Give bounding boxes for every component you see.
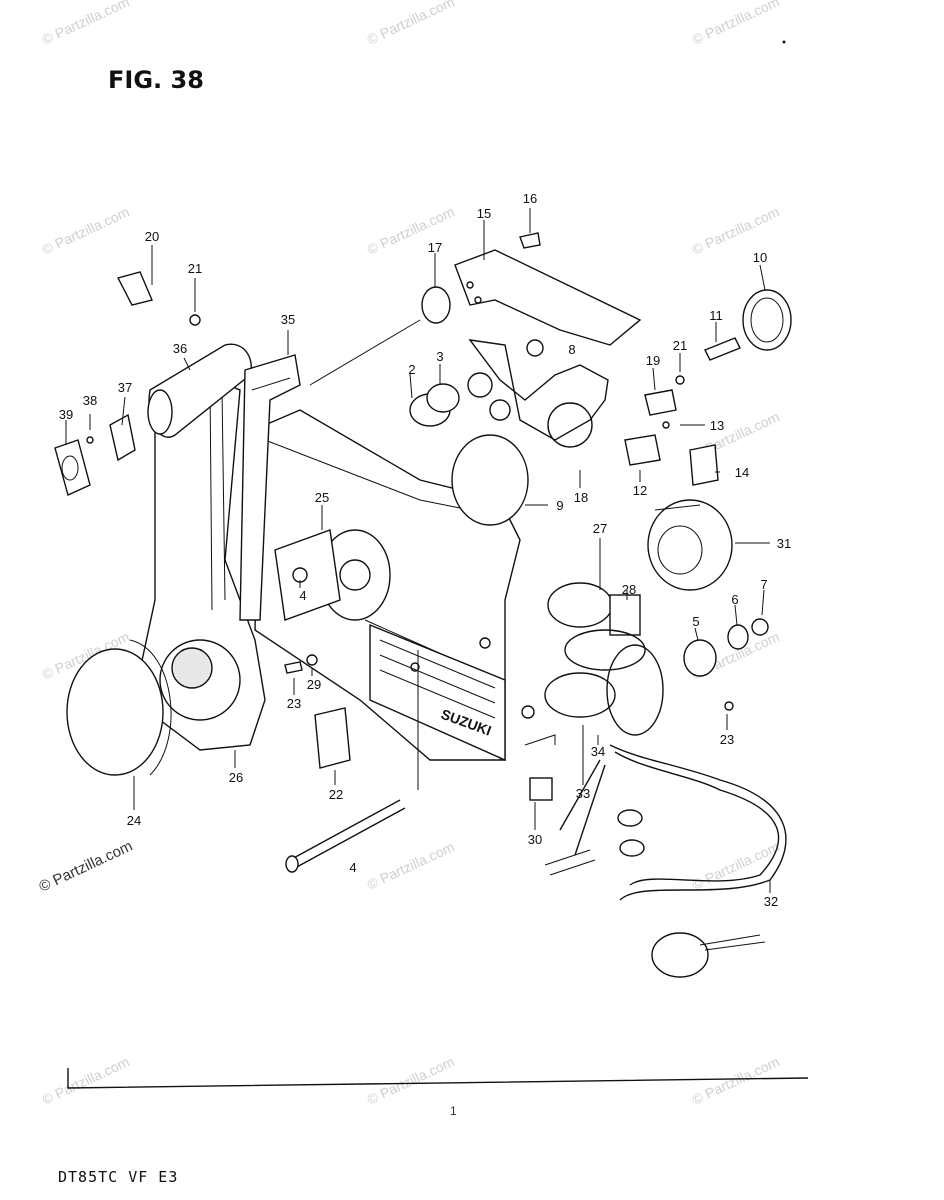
callout-30: 30 <box>528 832 542 847</box>
leader-lines <box>65 208 771 893</box>
callout-31: 31 <box>777 536 791 551</box>
callout-13: 13 <box>710 418 724 433</box>
watermark: © Partzilla.com <box>690 203 782 257</box>
grip-handle <box>54 343 252 496</box>
callout-25: 25 <box>315 490 329 505</box>
callout-21: 21 <box>673 338 687 353</box>
watermark: © Partzilla.com <box>40 1053 132 1107</box>
page-mark: 1 <box>450 1104 457 1118</box>
callout-39: 39 <box>59 407 73 422</box>
connector-30 <box>529 777 553 801</box>
buzzer-31 <box>647 499 733 591</box>
callout-37: 37 <box>118 380 132 395</box>
cam-assembly <box>409 286 609 526</box>
watermark-dark: © Partzilla.com <box>37 838 136 896</box>
page-frame: 1 <box>67 40 809 1118</box>
watermark: © Partzilla.com <box>40 0 132 48</box>
callout-36: 36 <box>173 341 187 356</box>
callout-38: 38 <box>83 393 97 408</box>
screw-11 <box>704 337 741 361</box>
wiring-harness-32 <box>544 744 787 978</box>
ring-17 <box>421 286 451 324</box>
bolt-4 <box>285 799 406 873</box>
callout-14: 14 <box>735 465 749 480</box>
callout-10: 10 <box>753 250 767 265</box>
callout-23: 23 <box>287 696 301 711</box>
callout-28: 28 <box>622 582 636 597</box>
callout-9: 9 <box>556 498 563 513</box>
callout-17: 17 <box>428 240 442 255</box>
callout-2: 2 <box>408 362 415 377</box>
callout-23: 23 <box>720 732 734 747</box>
callout-12: 12 <box>633 483 647 498</box>
callout-22: 22 <box>329 787 343 802</box>
callout-26: 26 <box>229 770 243 785</box>
callout-35: 35 <box>281 312 295 327</box>
callout-19: 19 <box>646 353 660 368</box>
callout-34: 34 <box>591 744 605 759</box>
callout-15: 15 <box>477 206 491 221</box>
plate-9 <box>451 434 529 526</box>
watermark: © Partzilla.com <box>365 203 457 257</box>
callout-33: 33 <box>576 786 590 801</box>
callout-27: 27 <box>593 521 607 536</box>
switch-assembly <box>529 582 769 801</box>
watermark: © Partzilla.com <box>690 0 782 48</box>
callout-4: 4 <box>349 860 356 875</box>
watermark: © Partzilla.com <box>690 1053 782 1107</box>
callout-4: 4 <box>299 588 306 603</box>
relay-14 <box>689 444 719 486</box>
callout-32: 32 <box>764 894 778 909</box>
watermark: © Partzilla.com <box>365 1053 457 1107</box>
watermark: © Partzilla.com <box>40 203 132 257</box>
callout-16: 16 <box>523 191 537 206</box>
ring-10 <box>742 289 792 351</box>
nut-8 <box>526 339 544 357</box>
small-parts-right <box>624 289 792 486</box>
watermark: © Partzilla.com <box>365 838 457 892</box>
spacer-5 <box>683 639 717 677</box>
callout-29: 29 <box>307 677 321 692</box>
callout-3: 3 <box>436 349 443 364</box>
part-19 <box>644 389 677 416</box>
callout-numbers: 20 21 35 36 37 38 39 2 3 17 15 16 8 10 1… <box>59 191 791 909</box>
callout-5: 5 <box>692 614 699 629</box>
callout-21: 21 <box>188 261 202 276</box>
bracket-15 <box>454 232 642 346</box>
neutral-lock-lever <box>239 354 301 621</box>
bracket-22 <box>314 707 351 769</box>
lever-cover-24 <box>66 648 164 776</box>
plate-25 <box>274 529 391 621</box>
washer-6 <box>727 624 749 650</box>
nut-7 <box>751 618 769 636</box>
callout-18: 18 <box>574 490 588 505</box>
callout-20: 20 <box>145 229 159 244</box>
callout-24: 24 <box>127 813 141 828</box>
callout-7: 7 <box>760 577 767 592</box>
small-screws <box>116 271 734 711</box>
bushing-3 <box>426 383 460 413</box>
model-code: DT85TC VF E3 <box>58 1168 179 1186</box>
part-12 <box>624 434 661 466</box>
callout-11: 11 <box>709 308 723 323</box>
callout-8: 8 <box>568 342 575 357</box>
lever-arm-assembly <box>66 379 266 776</box>
figure-title: FIG. 38 <box>108 66 204 94</box>
watermark: © Partzilla.com <box>365 0 457 48</box>
callout-6: 6 <box>731 592 738 607</box>
